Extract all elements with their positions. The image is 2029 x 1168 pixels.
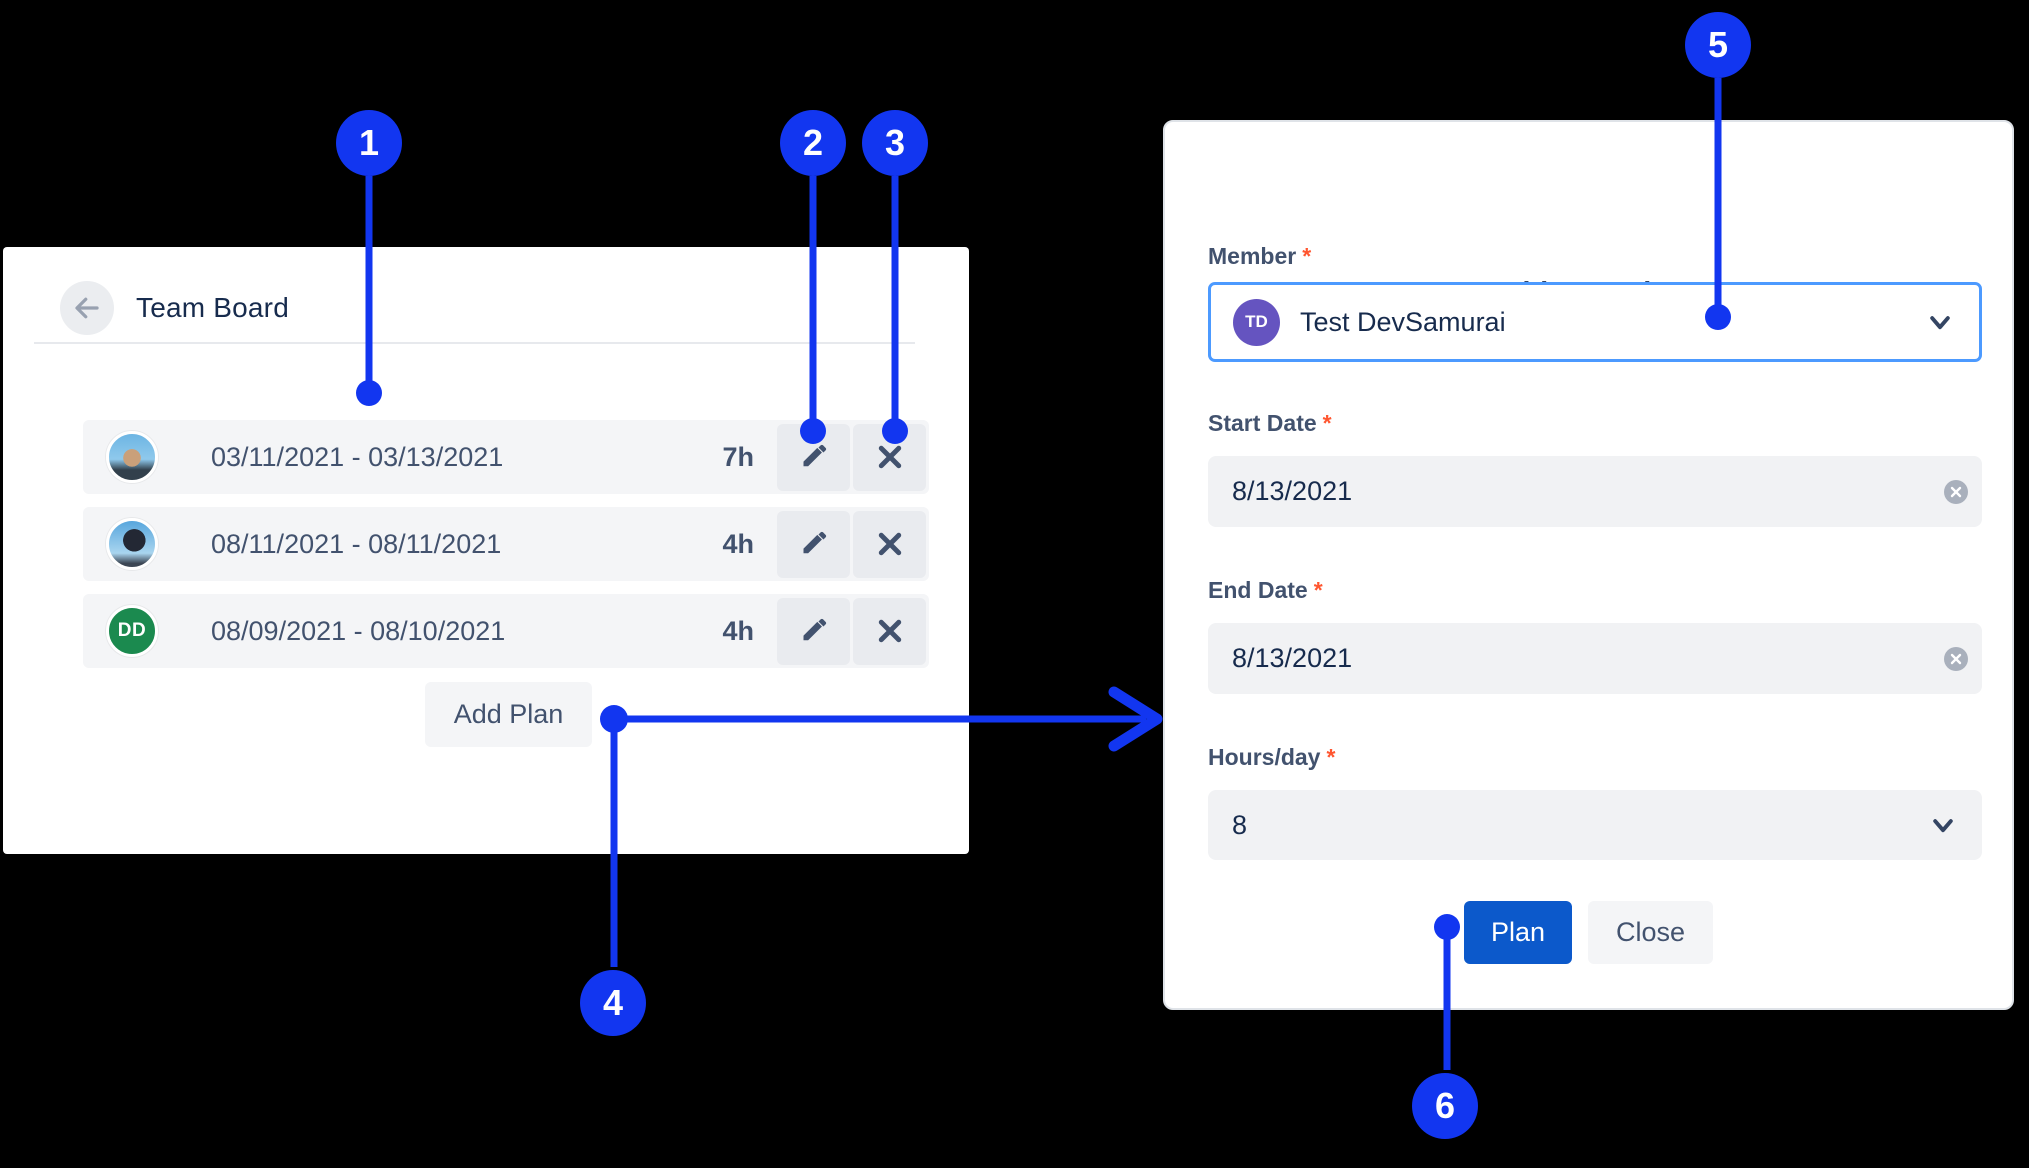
pencil-icon xyxy=(803,531,826,554)
member-initials-avatar: DD xyxy=(106,605,158,657)
clear-end-date-button[interactable] xyxy=(1944,646,1968,671)
start-date-value: 8/13/2021 xyxy=(1232,476,1353,506)
hours-per-day-label: Hours/day* xyxy=(1208,744,1335,771)
add-plan-button[interactable]: Add Plan xyxy=(425,682,592,747)
callout-badge-5: 5 xyxy=(1685,12,1751,78)
add-new-plan-dialog: Add New Plan Member* TD Test DevSamurai … xyxy=(1163,120,2014,1010)
add-plan-arrow-head xyxy=(1108,686,1163,752)
header-divider xyxy=(34,342,915,344)
close-dialog-button[interactable]: Close xyxy=(1588,901,1713,964)
required-asterisk: * xyxy=(1326,744,1336,770)
chevron-down-icon xyxy=(1927,309,1953,335)
callout-badge-4: 4 xyxy=(580,970,646,1036)
close-x-icon xyxy=(878,532,901,556)
delete-plan-button[interactable] xyxy=(853,510,926,578)
callout-badge-1: 1 xyxy=(336,110,402,176)
delete-plan-button[interactable] xyxy=(853,597,926,665)
end-date-input[interactable]: 8/13/2021 xyxy=(1208,623,1982,694)
clear-start-date-button[interactable] xyxy=(1944,479,1968,504)
dialog-actions: Plan Close xyxy=(1165,901,2012,964)
member-selected-value: Test DevSamurai xyxy=(1300,306,1506,337)
edit-plan-button[interactable] xyxy=(777,423,850,491)
member-select[interactable]: TD Test DevSamurai xyxy=(1208,282,1982,362)
clear-x-icon xyxy=(1950,653,1962,664)
back-arrow-icon xyxy=(75,297,99,319)
hours-per-day-value: 8 xyxy=(1232,809,1248,840)
start-date-input[interactable]: 8/13/2021 xyxy=(1208,456,1982,527)
plan-date-range: 03/11/2021 - 03/13/2021 xyxy=(211,441,504,472)
member-avatar: TD xyxy=(1233,298,1280,346)
callout-badge-6: 6 xyxy=(1412,1073,1478,1139)
close-x-icon xyxy=(878,445,901,469)
clear-x-icon xyxy=(1950,486,1962,497)
plan-hours: 4h xyxy=(722,528,754,559)
callout-badge-2: 2 xyxy=(780,110,846,176)
required-asterisk: * xyxy=(1313,577,1323,603)
start-date-label: Start Date* xyxy=(1208,410,1332,437)
plan-date-range: 08/09/2021 - 08/10/2021 xyxy=(211,615,506,646)
end-date-label-text: End Date xyxy=(1208,577,1308,603)
end-date-label: End Date* xyxy=(1208,577,1323,604)
delete-plan-button[interactable] xyxy=(853,423,926,491)
required-asterisk: * xyxy=(1322,410,1332,436)
member-label-text: Member xyxy=(1208,243,1297,269)
plan-submit-button[interactable]: Plan xyxy=(1464,901,1572,964)
member-label: Member* xyxy=(1208,243,1311,270)
edit-plan-button[interactable] xyxy=(777,510,850,578)
chevron-down-icon xyxy=(1930,812,1956,838)
member-photo-avatar xyxy=(106,518,158,570)
required-asterisk: * xyxy=(1302,243,1312,269)
team-board-panel: Team Board Total: 33 hour(s) 03/11/2021 … xyxy=(3,247,969,854)
close-x-icon xyxy=(878,619,901,643)
pencil-icon xyxy=(803,444,826,467)
end-date-value: 8/13/2021 xyxy=(1232,643,1353,673)
team-board-header: Team Board xyxy=(60,281,289,335)
plan-row: DD 08/09/2021 - 08/10/2021 4h xyxy=(83,594,929,668)
callout-badge-3: 3 xyxy=(862,110,928,176)
plan-row: 08/11/2021 - 08/11/2021 4h xyxy=(83,507,929,581)
start-date-label-text: Start Date xyxy=(1208,410,1317,436)
hours-per-day-select[interactable]: 8 xyxy=(1208,790,1982,860)
back-button[interactable] xyxy=(60,281,114,335)
plan-date-range: 08/11/2021 - 08/11/2021 xyxy=(211,528,502,559)
pencil-icon xyxy=(803,618,826,641)
page-title: Team Board xyxy=(136,292,289,323)
plan-hours: 7h xyxy=(722,441,754,472)
member-photo-avatar xyxy=(106,431,158,483)
plan-row: 03/11/2021 - 03/13/2021 7h xyxy=(83,420,929,494)
plan-hours: 4h xyxy=(722,615,754,646)
hours-per-day-label-text: Hours/day xyxy=(1208,744,1321,770)
edit-plan-button[interactable] xyxy=(777,597,850,665)
